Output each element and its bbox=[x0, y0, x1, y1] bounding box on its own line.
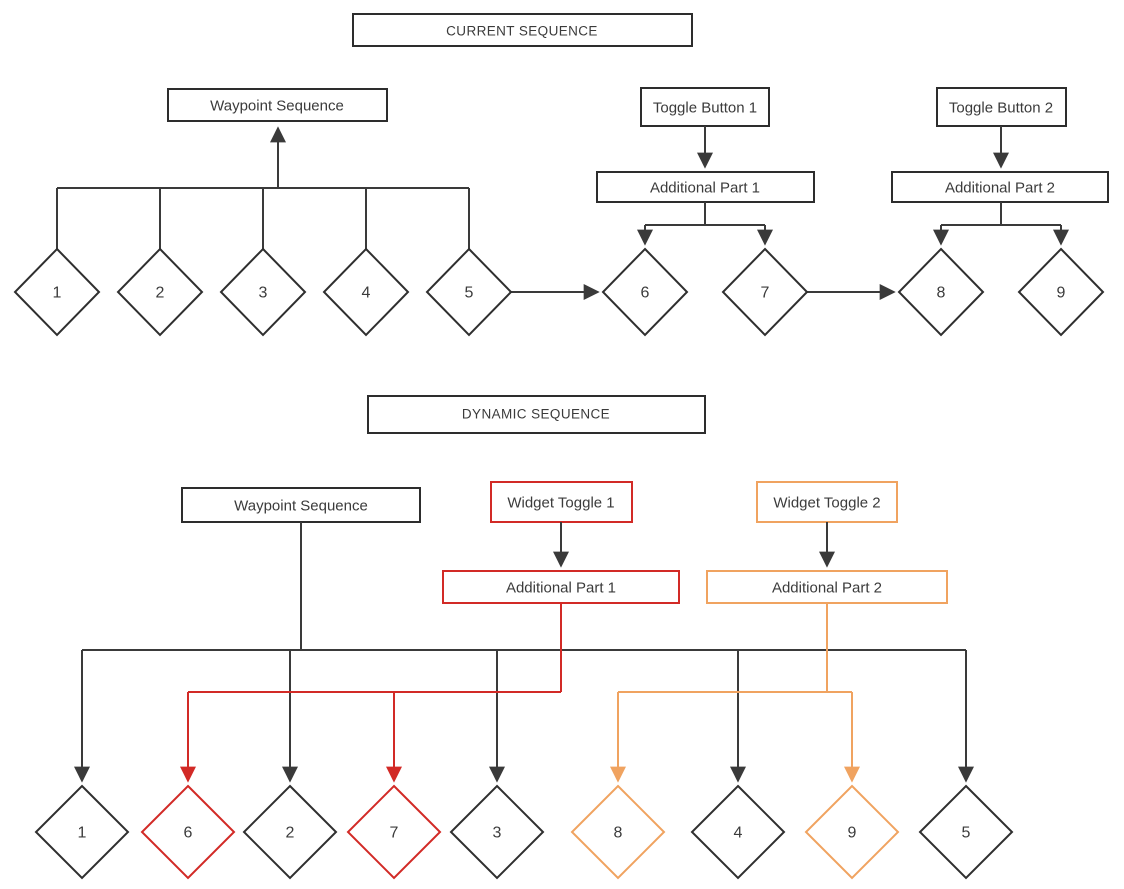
current-part1-label: Additional Part 1 bbox=[650, 179, 760, 196]
current-diamond-1: 1 bbox=[13, 247, 101, 337]
dynamic-title: DYNAMIC SEQUENCE bbox=[462, 407, 610, 422]
diamond-label: 9 bbox=[848, 825, 857, 842]
diamond-shape bbox=[116, 247, 204, 337]
current-diamond-2: 2 bbox=[116, 247, 204, 337]
diamond-shape bbox=[425, 247, 513, 337]
current-part1-box bbox=[596, 171, 815, 203]
current-toggle1-label: Toggle Button 1 bbox=[653, 99, 757, 116]
diamond-label: 7 bbox=[390, 825, 399, 842]
diamond-label: 3 bbox=[259, 285, 268, 302]
diamond-shape bbox=[804, 784, 900, 880]
diamond-shape bbox=[601, 247, 689, 337]
current-diamond-3: 3 bbox=[219, 247, 307, 337]
diamond-label: 1 bbox=[78, 825, 87, 842]
diamond-shape bbox=[1017, 247, 1105, 337]
dynamic-waypoint-box bbox=[181, 487, 421, 523]
dynamic-part2-label: Additional Part 2 bbox=[772, 579, 882, 596]
current-diamond-7: 7 bbox=[721, 247, 809, 337]
diamond-shape bbox=[918, 784, 1014, 880]
diamond-shape bbox=[34, 784, 130, 880]
diamond-shape bbox=[449, 784, 545, 880]
diamond-shape bbox=[322, 247, 410, 337]
current-title: CURRENT SEQUENCE bbox=[446, 24, 598, 39]
current-title-box bbox=[352, 13, 693, 47]
dynamic-diamond-3: 3 bbox=[449, 784, 545, 880]
diamond-label: 4 bbox=[362, 285, 371, 302]
current-diamond-4: 4 bbox=[322, 247, 410, 337]
diamond-shape bbox=[721, 247, 809, 337]
current-diamond-5: 5 bbox=[425, 247, 513, 337]
dynamic-diamond-2: 2 bbox=[242, 784, 338, 880]
dynamic-part1-label: Additional Part 1 bbox=[506, 579, 616, 596]
diamond-label: 5 bbox=[465, 285, 474, 302]
current-toggle2-label: Toggle Button 2 bbox=[949, 99, 1053, 116]
diamond-label: 9 bbox=[1057, 285, 1066, 302]
dynamic-toggle2-box bbox=[756, 481, 898, 523]
diamond-shape bbox=[219, 247, 307, 337]
diamond-label: 8 bbox=[614, 825, 623, 842]
diamond-label: 3 bbox=[493, 825, 502, 842]
diamond-label: 6 bbox=[184, 825, 193, 842]
dynamic-diamond-6: 6 bbox=[140, 784, 236, 880]
dynamic-diamond-7: 7 bbox=[346, 784, 442, 880]
dynamic-sequence-diagram: DYNAMIC SEQUENCE Waypoint Sequence Widge… bbox=[34, 395, 1014, 880]
current-sequence-diagram: CURRENT SEQUENCE Waypoint Sequence Toggl… bbox=[13, 13, 1109, 337]
diamond-shape bbox=[897, 247, 985, 337]
diamond-label: 5 bbox=[962, 825, 971, 842]
current-waypoint-label: Waypoint Sequence bbox=[210, 97, 344, 114]
diamond-label: 2 bbox=[156, 285, 165, 302]
current-diamond-8: 8 bbox=[897, 247, 985, 337]
dynamic-title-box bbox=[367, 395, 706, 434]
dynamic-diamond-8: 8 bbox=[570, 784, 666, 880]
current-waypoint-box bbox=[167, 88, 388, 122]
dynamic-diamond-5: 5 bbox=[918, 784, 1014, 880]
current-diamond-6: 6 bbox=[601, 247, 689, 337]
dynamic-part2-bus bbox=[618, 603, 852, 693]
diamond-shape bbox=[140, 784, 236, 880]
diamond-shape bbox=[346, 784, 442, 880]
diamond-label: 1 bbox=[53, 285, 62, 302]
current-waypoint-bus bbox=[56, 187, 470, 249]
diamond-shape bbox=[13, 247, 101, 337]
diamond-label: 6 bbox=[641, 285, 650, 302]
dynamic-waypoint-label: Waypoint Sequence bbox=[234, 497, 368, 514]
diamond-label: 4 bbox=[734, 825, 743, 842]
dynamic-waypoint-bus bbox=[82, 522, 966, 651]
diamond-shape bbox=[242, 784, 338, 880]
current-part2-box bbox=[891, 171, 1109, 203]
current-diamond-9: 9 bbox=[1017, 247, 1105, 337]
current-part2-branch bbox=[941, 202, 1061, 226]
dynamic-diamond-9: 9 bbox=[804, 784, 900, 880]
dynamic-part2-box bbox=[706, 570, 948, 604]
diamond-label: 7 bbox=[761, 285, 770, 302]
diamond-shape bbox=[570, 784, 666, 880]
dynamic-diamond-4: 4 bbox=[690, 784, 786, 880]
dynamic-diamond-1: 1 bbox=[34, 784, 130, 880]
dynamic-toggle1-label: Widget Toggle 1 bbox=[507, 494, 614, 511]
diamond-label: 2 bbox=[286, 825, 295, 842]
diamond-shape bbox=[690, 784, 786, 880]
dynamic-toggle1-box bbox=[490, 481, 633, 523]
current-part2-label: Additional Part 2 bbox=[945, 179, 1055, 196]
current-toggle2-box bbox=[936, 87, 1067, 127]
current-part1-branch bbox=[645, 202, 765, 226]
dynamic-part1-bus bbox=[188, 603, 562, 693]
diamond-label: 8 bbox=[937, 285, 946, 302]
dynamic-toggle2-label: Widget Toggle 2 bbox=[773, 494, 880, 511]
